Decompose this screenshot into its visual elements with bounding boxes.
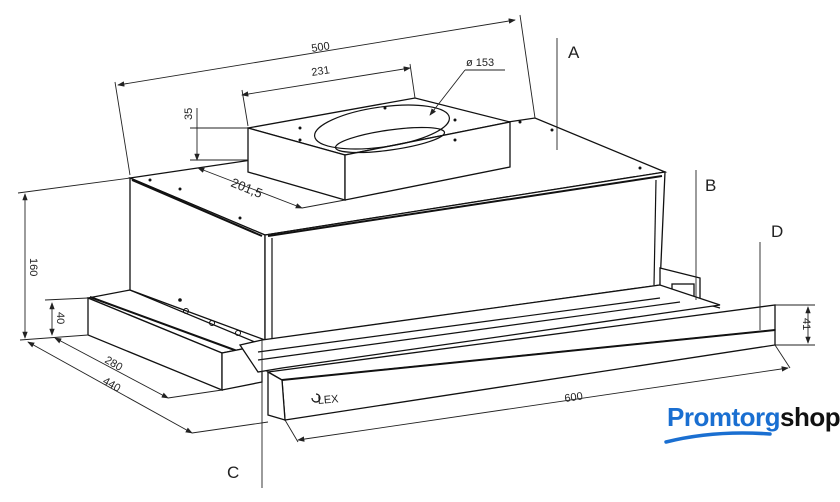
dim-231: 231 <box>311 64 331 79</box>
callout-d: D <box>771 222 783 241</box>
dim-40: 40 <box>54 312 66 324</box>
promtorgshop-logo: Promtorgshop <box>667 402 840 433</box>
logo-swoosh-icon <box>664 431 772 444</box>
callout-b: B <box>705 176 716 195</box>
callout-a: A <box>568 43 580 62</box>
dim-35: 35 <box>183 108 195 120</box>
callout-c: C <box>227 463 239 482</box>
dim-500: 500 <box>311 40 331 55</box>
lex-logo: LEX <box>317 393 339 407</box>
dim-280: 280 <box>103 354 125 374</box>
dim-41: 41 <box>800 318 812 330</box>
dimensions: 500 231 ø 153 35 201,5 160 40 280 440 60… <box>17 14 815 443</box>
dim-440: 440 <box>101 375 123 395</box>
duct-collar <box>247 97 511 201</box>
dim-diameter-153: ø 153 <box>466 57 494 69</box>
dim-600: 600 <box>564 391 584 405</box>
logo-primary: Promtorg <box>667 402 781 432</box>
dim-160: 160 <box>27 258 39 276</box>
callouts: A B C D <box>227 38 783 488</box>
logo-secondary: shop <box>780 402 840 432</box>
